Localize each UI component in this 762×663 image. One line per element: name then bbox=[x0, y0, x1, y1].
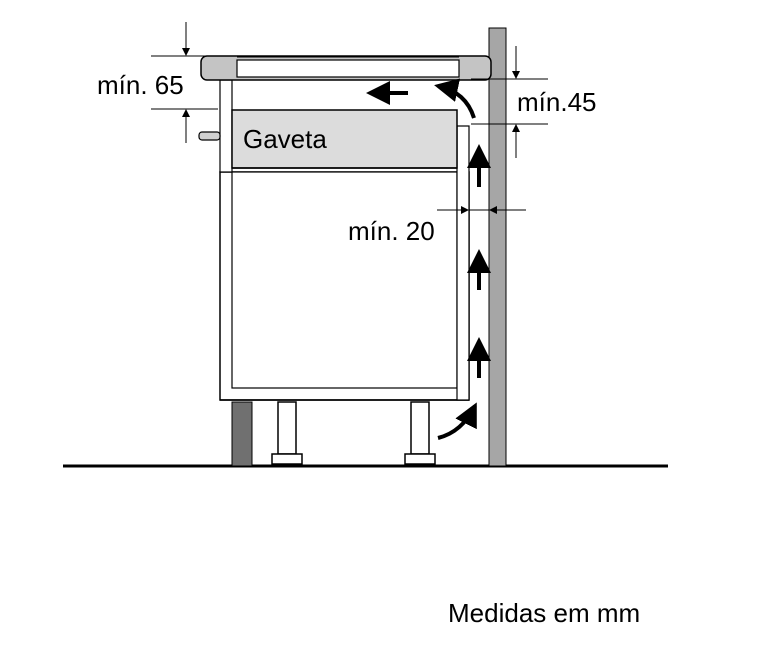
dimension-min-45 bbox=[471, 46, 548, 158]
drawer-front bbox=[219, 79, 233, 173]
min-20-label: mín. 20 bbox=[348, 216, 435, 246]
plinth bbox=[231, 401, 253, 467]
units-caption: Medidas em mm bbox=[448, 598, 640, 628]
dimension-min-65 bbox=[151, 22, 218, 143]
drawer-handle bbox=[198, 131, 221, 141]
curved-arrow-icon bbox=[434, 78, 476, 119]
airflow-arrows bbox=[366, 78, 491, 440]
cabinet-back-panel bbox=[456, 125, 470, 401]
min-45-label: mín.45 bbox=[517, 87, 597, 117]
hob bbox=[200, 55, 492, 81]
cabinet-legs bbox=[271, 401, 436, 465]
drawer-label: Gaveta bbox=[243, 124, 327, 154]
curved-arrow-icon bbox=[437, 402, 477, 440]
min-65-label: mín. 65 bbox=[97, 70, 184, 100]
wall bbox=[488, 27, 507, 467]
cabinet bbox=[219, 171, 470, 401]
drawer bbox=[231, 109, 458, 169]
